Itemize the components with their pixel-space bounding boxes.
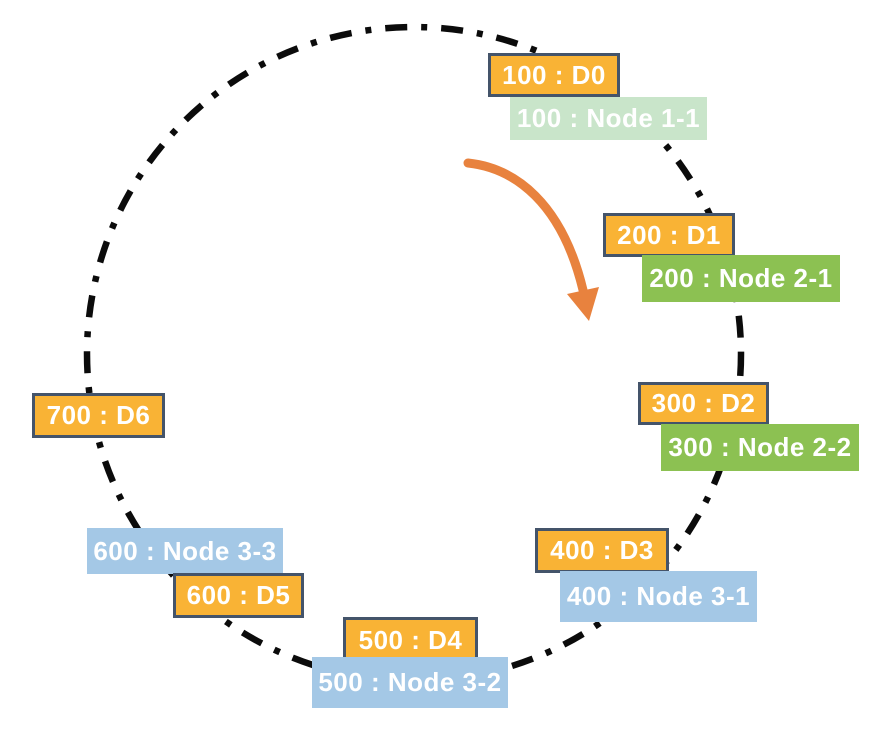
node-label-3-2: 500 : Node 3-2 [312,657,508,708]
clockwise-arrow-head [567,287,599,321]
data-label-d5: 600 : D5 [173,573,304,618]
data-label-d0: 100 : D0 [488,53,620,97]
node-label-3-1: 400 : Node 3-1 [560,571,757,622]
data-label-d4: 500 : D4 [343,617,478,663]
node-label-1-1: 100 : Node 1-1 [510,97,707,140]
node-label-2-1: 200 : Node 2-1 [642,255,840,302]
node-label-2-2: 300 : Node 2-2 [661,424,859,471]
data-label-d2: 300 : D2 [638,382,769,425]
clockwise-arrow-shaft [463,158,588,295]
data-label-d6: 700 : D6 [32,393,165,438]
node-label-3-3: 600 : Node 3-3 [87,528,283,574]
